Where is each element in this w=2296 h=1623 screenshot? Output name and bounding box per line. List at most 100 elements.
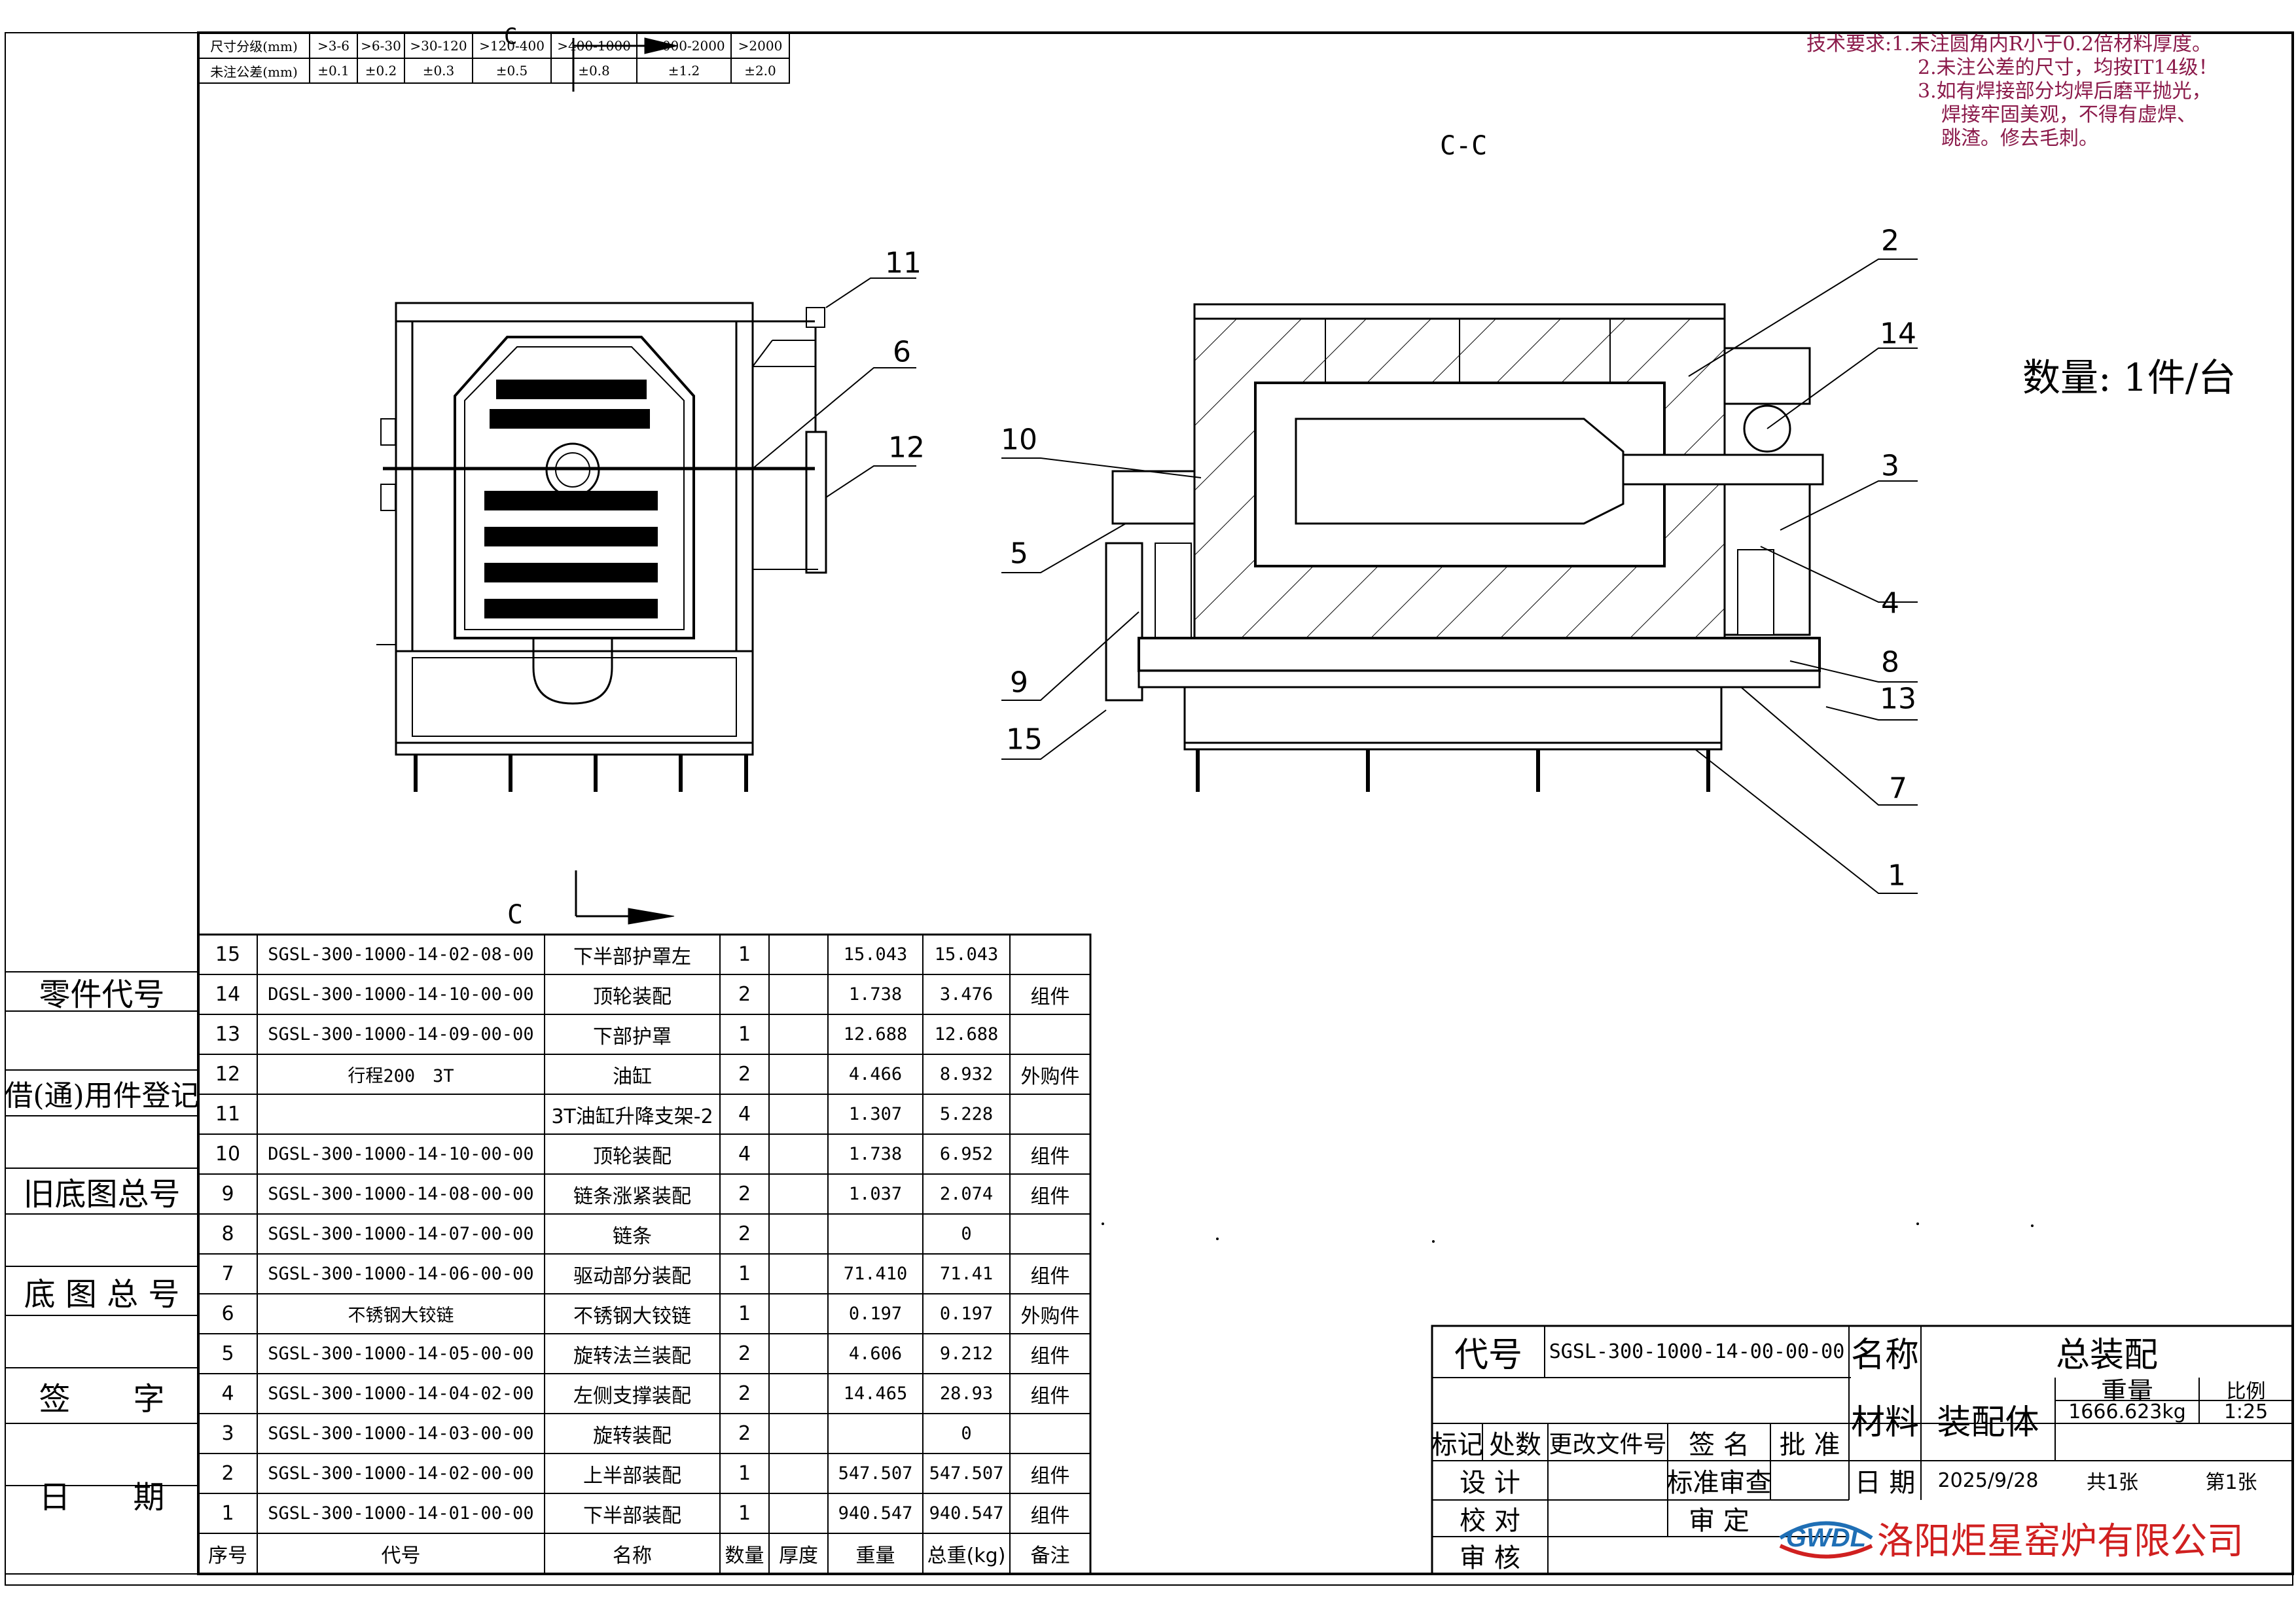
balloon: 13: [1880, 682, 1916, 716]
bom-total-weight: 0: [961, 1224, 972, 1244]
bom-total-weight: 0: [961, 1423, 972, 1444]
bom-qty: 1: [738, 1462, 751, 1485]
bom-note: 外购件: [1020, 1065, 1080, 1088]
inner-border: [197, 31, 2294, 1575]
bom-part-name: 下半部装配: [583, 1504, 681, 1527]
bom-part-code: SGSL-300-1000-14-01-00-00: [268, 1503, 534, 1524]
balloon: 5: [1010, 537, 1028, 571]
bom-weight: 0.197: [848, 1304, 903, 1324]
bom-thickness: [769, 1054, 828, 1094]
tol-range: >400-1000: [557, 37, 631, 54]
bom-weight: 940.547: [838, 1503, 913, 1524]
tol-value: ±0.1: [317, 63, 350, 79]
bom-part-name: 下部护罩: [593, 1025, 672, 1048]
balloon: 1: [1888, 859, 1906, 893]
balloon: 10: [1001, 423, 1037, 457]
bom-part-code: DGSL-300-1000-14-10-00-00: [268, 984, 534, 1005]
bom-total-weight: 9.212: [939, 1344, 994, 1364]
company-name: 洛阳炬星窑炉有限公司: [1877, 1520, 2244, 1563]
bom-thickness: [769, 1374, 828, 1414]
company-logo: GWDL: [1767, 1505, 1885, 1564]
tol-value: ±0.3: [422, 63, 455, 79]
check-label: 校 对: [1460, 1506, 1520, 1536]
bom-note: 组件: [1030, 1464, 1070, 1488]
scale-value: 1:25: [2223, 1400, 2269, 1423]
tol-range: >30-120: [410, 37, 467, 54]
bom-index: 12: [215, 1063, 241, 1086]
code-label: 代号: [1454, 1336, 1522, 1375]
balloon: 6: [893, 335, 911, 369]
side-label: 底 图 总 号: [24, 1275, 180, 1313]
bom-part-code: SGSL-300-1000-14-03-00-00: [268, 1423, 534, 1444]
bom-part-name: 不锈钢大铰链: [573, 1304, 691, 1328]
sign-header: 更改文件号: [1549, 1431, 1667, 1458]
bom-part-code: SGSL-300-1000-14-02-08-00: [268, 944, 534, 965]
technical-requirements: 技术要求:1.未注圆角内R小于0.2倍材料厚度。 2.未注公差的尺寸，均按IT1…: [1806, 33, 2218, 151]
bom-part-code: [257, 1094, 545, 1134]
bom-header: 名称: [613, 1544, 652, 1567]
tol-range: >120-400: [479, 37, 545, 54]
sign-header: 批 准: [1779, 1429, 1840, 1460]
bom-index: 5: [221, 1342, 234, 1365]
weight-value: 1666.623kg: [2068, 1400, 2186, 1423]
balloon: 4: [1881, 586, 1899, 620]
sheet-number: 第1张: [2205, 1471, 2257, 1494]
balloon: 3: [1881, 449, 1899, 483]
bom-part-name: 旋转法兰装配: [573, 1344, 691, 1368]
requirement-item: 3.如有焊接部分均焊后磨平抛光，: [1918, 80, 2212, 103]
bom-index: 3: [221, 1422, 234, 1445]
bom-part-code: SGSL-300-1000-14-04-02-00: [268, 1383, 534, 1404]
sign-header: 处数: [1489, 1429, 1541, 1460]
tol-value: ±1.2: [668, 63, 700, 79]
weight-label: 重量: [2101, 1378, 2153, 1400]
requirement-item: 焊接牢固美观，不得有虚焊、: [1941, 103, 2197, 126]
bom-total-weight: 547.507: [929, 1463, 1004, 1484]
bom-note: 组件: [1030, 1344, 1070, 1368]
bom-header: 重量: [855, 1544, 895, 1567]
section-mark-label: C: [507, 900, 524, 930]
bom-total-weight: 15.043: [934, 944, 999, 965]
bom-weight: 71.410: [843, 1264, 908, 1284]
section-view: [1105, 303, 1824, 792]
bom-weight: 4.466: [848, 1064, 903, 1084]
bom-total-weight: 6.952: [939, 1144, 994, 1164]
side-label: 旧底图总号: [23, 1176, 181, 1213]
bom-index: 9: [221, 1183, 234, 1205]
bom-weight: [828, 1214, 923, 1254]
bom-header: 数量: [725, 1544, 764, 1567]
bom-thickness: [769, 1254, 828, 1294]
material-value: 装配体: [1937, 1403, 2039, 1442]
bom-weight: 1.738: [848, 984, 903, 1005]
bom-part-code: SGSL-300-1000-14-06-00-00: [268, 1264, 534, 1284]
bom-weight: 4.606: [848, 1344, 903, 1364]
bom-part-code: SGSL-300-1000-14-07-00-00: [268, 1224, 534, 1244]
tol-value: ±0.2: [365, 63, 397, 79]
bom-qty: 4: [738, 1143, 751, 1166]
side-grid: [5, 971, 198, 1486]
balloon: 15: [1006, 722, 1043, 757]
bom-qty: 2: [738, 1342, 751, 1365]
tol-row2-label: 未注公差(mm): [210, 63, 298, 80]
bom-index: 1: [221, 1502, 234, 1525]
bom-thickness: [769, 1414, 828, 1454]
bom-grid: [197, 933, 1092, 1575]
bom-index: 7: [221, 1262, 234, 1285]
side-label: 零件代号: [39, 976, 165, 1011]
bom-part-name: 3T油缸升降支架-2: [551, 1105, 713, 1128]
date-label: 日 期: [1854, 1468, 1916, 1498]
section-mark-bottom: [575, 870, 675, 925]
tol-value: ±0.5: [495, 63, 528, 79]
bom-total-weight: 940.547: [929, 1503, 1004, 1524]
side-label: 借(通)用件登记: [5, 1079, 198, 1113]
bom-index: 13: [215, 1023, 241, 1046]
bom-index: 14: [215, 983, 241, 1006]
bom-total-weight: 71.41: [939, 1264, 994, 1284]
bom-thickness: [769, 1334, 828, 1374]
review-label: 审 核: [1460, 1543, 1520, 1573]
bom-qty: 4: [738, 1103, 751, 1126]
bom-index: 8: [221, 1222, 234, 1245]
sign-header: 签 名: [1689, 1429, 1749, 1460]
bom-note: 组件: [1030, 1145, 1070, 1168]
bom-part-name: 下半部护罩左: [573, 945, 691, 969]
bom-note: 组件: [1030, 985, 1070, 1008]
